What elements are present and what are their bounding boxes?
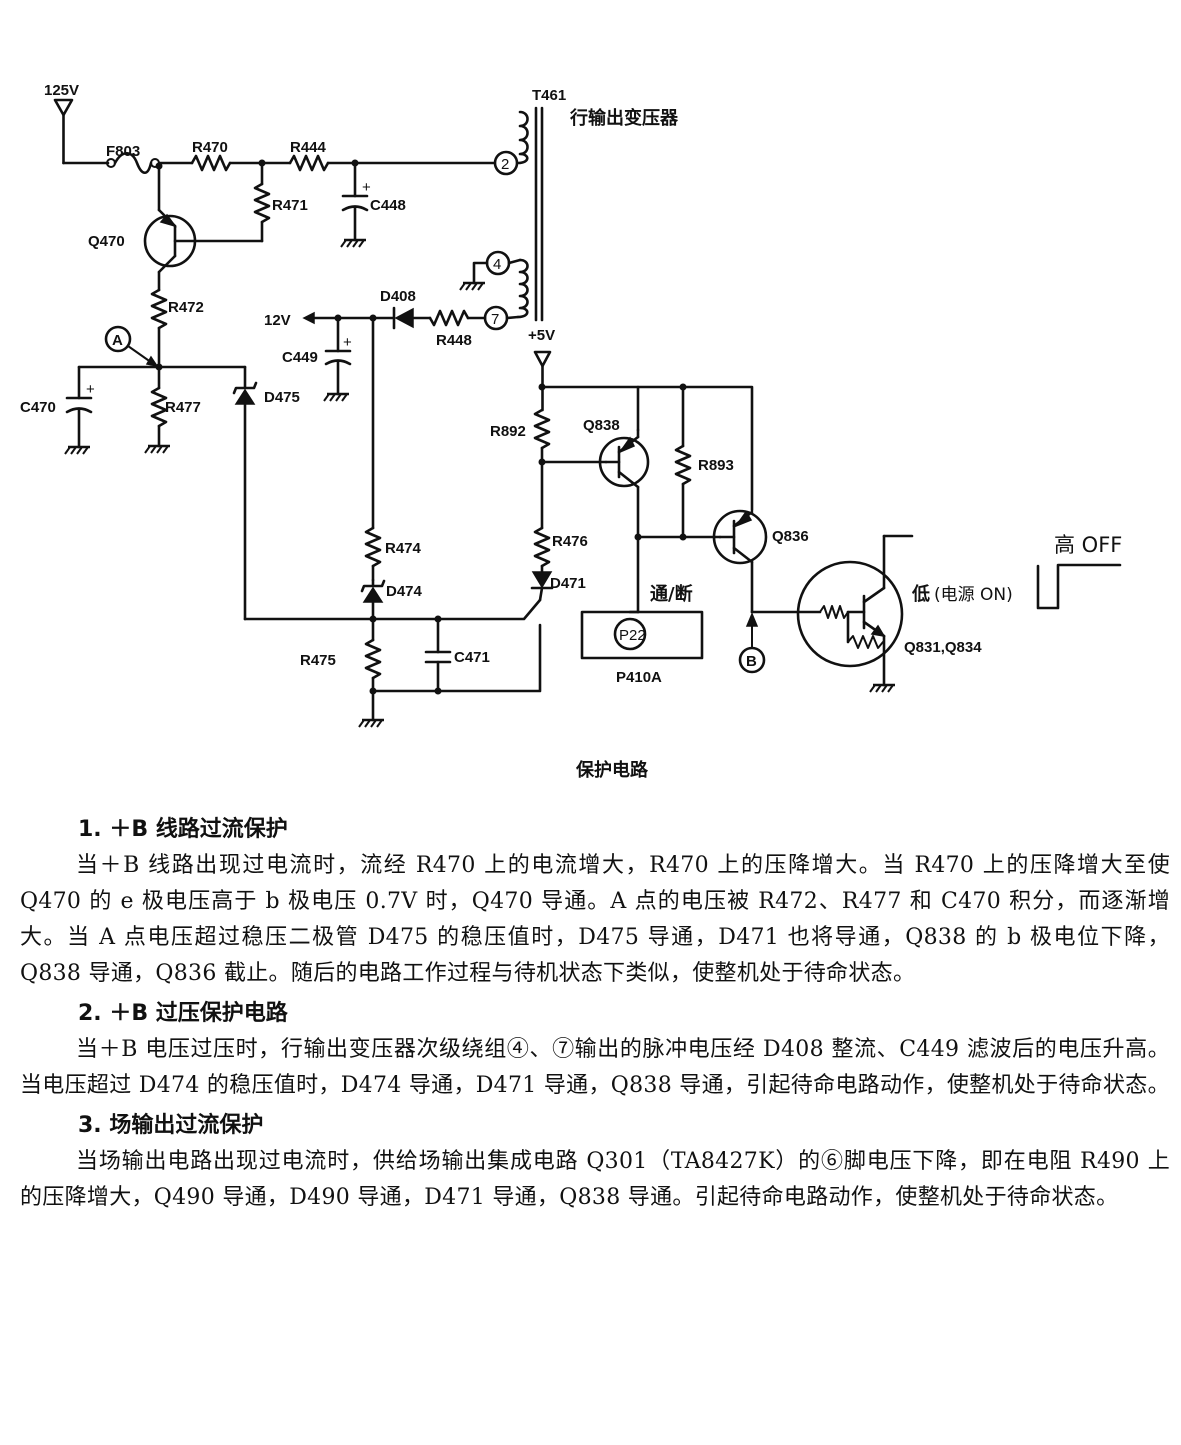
label-5v: +5V xyxy=(528,327,555,344)
label-point-b: B xyxy=(746,653,757,670)
label-power-on: (电源 ON) xyxy=(934,585,1013,605)
resistor-r476: R476 xyxy=(533,526,588,574)
label-r448: R448 xyxy=(436,332,472,349)
label-d471: D471 xyxy=(550,575,586,592)
capacitor-c470: + C470 xyxy=(20,365,95,456)
label-p410a: P410A xyxy=(616,669,662,686)
label-12v: 12V xyxy=(264,312,291,329)
diode-d471: D471 xyxy=(530,571,586,602)
resistor-r471: R471 xyxy=(253,161,308,243)
capacitor-c448: + C448 xyxy=(339,161,406,249)
label-r892: R892 xyxy=(490,423,526,440)
output-12v: 12V xyxy=(264,311,315,329)
fuse-f803: F803 xyxy=(106,143,160,174)
label-p22: P22 xyxy=(619,627,646,644)
zener-d475: D475 xyxy=(232,365,300,621)
label-d474: D474 xyxy=(386,583,423,600)
test-point-b: B xyxy=(738,612,766,674)
label-low: 低 xyxy=(911,583,930,605)
label-c449: C449 xyxy=(282,349,318,366)
supply-125v: 125V xyxy=(44,82,79,165)
label-pin-7: 7 xyxy=(491,311,499,328)
label-c470: C470 xyxy=(20,399,56,416)
label-r474: R474 xyxy=(385,540,422,557)
label-flyback: 行输出变压器 xyxy=(569,107,679,129)
label-pin-4: 4 xyxy=(493,256,501,273)
zener-d474: D474 xyxy=(360,578,423,621)
connector-p410a: P22 P410A 通/断 xyxy=(580,583,704,686)
resistor-r472: R472 xyxy=(150,288,204,369)
resistor-r448: R448 xyxy=(412,309,487,349)
protection-circuit-schematic: 125V F803 R470 R444 R471 + C448 xyxy=(20,82,1122,781)
label-q831-q834: Q831,Q834 xyxy=(904,639,982,656)
label-d408: D408 xyxy=(380,288,416,305)
label-125v: 125V xyxy=(44,82,79,99)
label-high-off: 高 OFF xyxy=(1054,533,1122,557)
label-r471: R471 xyxy=(272,197,308,214)
label-on-off: 通/断 xyxy=(650,583,693,605)
label-d475: D475 xyxy=(264,389,300,406)
section-1: 1. ＋B 线路过流保护 当＋B 线路出现过电流时，流经 R470 上的电流增大… xyxy=(20,812,1170,992)
label-q470: Q470 xyxy=(88,233,125,250)
label-f803: F803 xyxy=(106,143,140,160)
resistor-r474: R474 xyxy=(364,526,422,582)
label-r444: R444 xyxy=(290,139,327,156)
section-3: 3. 场输出过流保护 当场输出电路出现过电流时，供给场输出集成电路 Q301（T… xyxy=(20,1108,1170,1216)
test-point-a: A xyxy=(104,325,159,368)
section-body: 当＋B 线路出现过电流时，流经 R470 上的电流增大，R470 上的压降增大。… xyxy=(20,853,1170,986)
section-title: 3. 场输出过流保护 xyxy=(78,1113,264,1138)
diagram-caption: 保护电路 xyxy=(575,759,649,781)
label-r475: R475 xyxy=(300,652,336,669)
svg-text:+: + xyxy=(86,381,95,398)
transistor-q470: Q470 xyxy=(88,164,264,292)
resistor-r892: R892 xyxy=(490,408,551,530)
label-r470: R470 xyxy=(192,139,228,156)
resistor-r444: R444 xyxy=(288,139,330,172)
transistor-q831-q834: Q831,Q834 xyxy=(796,534,982,694)
transistor-q838: Q838 xyxy=(583,417,650,614)
capacitor-c471: C471 xyxy=(424,617,490,693)
label-r477: R477 xyxy=(165,399,201,416)
label-q838: Q838 xyxy=(583,417,620,434)
description-text: 1. ＋B 线路过流保护 当＋B 线路出现过电流时，流经 R470 上的电流增大… xyxy=(20,812,1170,1220)
section-title: 2. ＋B 过压保护电路 xyxy=(78,1001,288,1026)
label-r472: R472 xyxy=(168,299,204,316)
label-t461: T461 xyxy=(532,87,566,104)
label-pin-2: 2 xyxy=(501,156,509,173)
section-2: 2. ＋B 过压保护电路 当＋B 电压过压时，行输出变压器次级绕组④、⑦输出的脉… xyxy=(20,996,1170,1104)
label-r893: R893 xyxy=(698,457,734,474)
flyback-transformer-t461: T461 行输出变压器 2 4 7 xyxy=(458,87,679,331)
transistor-q836: Q836 xyxy=(712,509,809,614)
resistor-r893: R893 xyxy=(674,385,734,539)
diode-d408: D408 xyxy=(310,288,416,330)
label-c448: C448 xyxy=(370,197,406,214)
label-r476: R476 xyxy=(552,533,588,550)
resistor-r470: R470 xyxy=(190,139,232,172)
logic-state-waveform: 高 OFF 低 (电源 ON) xyxy=(911,533,1122,610)
label-q836: Q836 xyxy=(772,528,809,545)
resistor-r477: R477 xyxy=(143,365,201,455)
section-title: 1. ＋B 线路过流保护 xyxy=(78,817,288,842)
svg-text:+: + xyxy=(362,179,371,196)
label-point-a: A xyxy=(112,332,123,349)
supply-5v: +5V xyxy=(528,327,555,412)
svg-text:+: + xyxy=(343,334,352,351)
section-body: 当＋B 电压过压时，行输出变压器次级绕组④、⑦输出的脉冲电压经 D408 整流、… xyxy=(20,1037,1170,1098)
section-body: 当场输出电路出现过电流时，供给场输出集成电路 Q301（TA8427K）的⑥脚电… xyxy=(20,1149,1170,1210)
resistor-r475: R475 xyxy=(300,617,386,729)
label-c471: C471 xyxy=(454,649,490,666)
capacitor-c449: + C449 xyxy=(282,316,352,403)
